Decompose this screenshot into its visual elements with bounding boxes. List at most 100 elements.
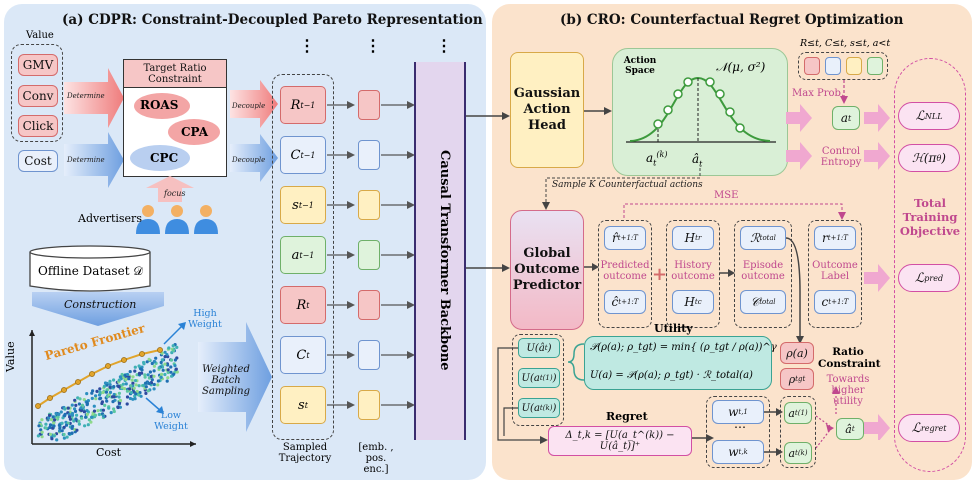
rho-a-box: ρ(a) bbox=[780, 342, 814, 364]
predicted-outcome-label: Predicted outcome bbox=[600, 260, 650, 282]
gaussian-action-head: Gaussian Action Head bbox=[510, 52, 584, 168]
cpc-label: CPC bbox=[150, 151, 179, 165]
total-objective-label: Total Training Objective bbox=[899, 196, 961, 238]
dots-trajectory: ⋮ bbox=[299, 36, 315, 55]
focus-arrow bbox=[146, 176, 194, 202]
sampled-trajectory-group bbox=[272, 74, 334, 440]
utility-values-group bbox=[512, 334, 564, 426]
database-icon bbox=[29, 245, 151, 292]
sample-k-label: Sample K Counterfactual actions bbox=[552, 180, 703, 190]
low-weight-arrow bbox=[145, 397, 164, 414]
pink-arrows bbox=[786, 104, 890, 440]
click-box: Click bbox=[18, 115, 58, 137]
embedding-block bbox=[358, 290, 380, 320]
weights-group bbox=[706, 396, 770, 468]
embedding-block bbox=[358, 390, 380, 420]
embedding-arrow bbox=[381, 101, 415, 109]
axis-cost-label: Cost bbox=[96, 446, 122, 459]
max-prob-label: Max Prob. bbox=[792, 88, 845, 99]
to-rho-arrow bbox=[785, 237, 804, 344]
focus-label: focus bbox=[164, 189, 186, 198]
decouple-label-2: Decouple bbox=[232, 156, 266, 164]
gmv-box: GMV bbox=[18, 54, 58, 76]
normal-dist-label: 𝒩(μ, σ²) bbox=[716, 60, 766, 74]
determine-label-1: Determine bbox=[67, 92, 105, 100]
token-arrow bbox=[327, 301, 355, 309]
regret-to-w-arrow bbox=[692, 434, 714, 442]
utility-title: Utility bbox=[654, 322, 693, 335]
constraint-clouds bbox=[130, 93, 220, 171]
context-token-a bbox=[867, 57, 883, 75]
mse-connector bbox=[623, 203, 846, 220]
sampled-actions-group bbox=[780, 396, 816, 468]
global-outcome-predictor: Global Outcome Predictor bbox=[510, 210, 584, 330]
embedding-arrow bbox=[381, 301, 415, 309]
token-arrow bbox=[327, 401, 355, 409]
plus-icon: + bbox=[652, 264, 668, 285]
target-ratio-title: Target Ratio Constraint bbox=[124, 60, 226, 88]
utility-eq2: U(a) = 𝒫(ρ(a); ρ_tgt) · ℛ_total(a) bbox=[590, 370, 753, 381]
advertisers-label: Advertisers bbox=[78, 212, 142, 225]
axis-value-label: Value bbox=[4, 341, 17, 372]
embedding-arrow bbox=[381, 251, 415, 259]
head-to-space-arrow bbox=[584, 107, 612, 115]
regret-title: Regret bbox=[606, 410, 648, 423]
embedding-block bbox=[358, 90, 380, 120]
history-outcome-group bbox=[666, 220, 720, 328]
weighted-sampling-label: Weighted Batch Sampling bbox=[202, 364, 250, 397]
high-weight-arrow bbox=[163, 322, 186, 345]
token-arrow bbox=[327, 151, 355, 159]
cpa-label: CPA bbox=[181, 125, 209, 139]
token-arrow bbox=[327, 251, 355, 259]
regret-connectors bbox=[497, 347, 548, 444]
roas-label: ROAS bbox=[140, 98, 179, 112]
episode-outcome-group bbox=[734, 220, 792, 328]
dots-emb: ⋮ bbox=[365, 36, 381, 55]
decouple-arrows bbox=[230, 80, 278, 182]
outcome-label-label: Outcome Label bbox=[812, 260, 858, 282]
construction-arrow bbox=[32, 292, 164, 326]
embedding-arrow bbox=[381, 201, 415, 209]
value-label: Value bbox=[26, 30, 54, 41]
ratio-constraint-label: Ratio Constraint bbox=[818, 346, 881, 370]
token-arrow bbox=[327, 351, 355, 359]
towards-utility-label: Towards higher utility bbox=[826, 374, 870, 407]
w-dots: ⋯ bbox=[734, 420, 746, 434]
panel-b-title: (b) CRO: Counterfactual Regret Optimizat… bbox=[560, 12, 904, 28]
outcome-label-group bbox=[808, 220, 862, 328]
embedding-block bbox=[358, 340, 380, 370]
episode-outcome-label: Episode outcome bbox=[741, 260, 785, 282]
pareto-scatter-plot bbox=[29, 330, 196, 447]
embedding-arrow bbox=[381, 401, 415, 409]
towards-utility-arrow bbox=[832, 386, 840, 414]
causal-transformer-backbone bbox=[414, 62, 466, 440]
context-token-r bbox=[804, 57, 820, 75]
high-weight-label: High Weight bbox=[188, 308, 222, 330]
determine-label-2: Determine bbox=[67, 156, 105, 164]
embedding-arrow bbox=[381, 151, 415, 159]
backbone-connectors bbox=[466, 112, 510, 272]
history-outcome-label: History outcome bbox=[671, 260, 715, 282]
conv-box: Conv bbox=[18, 85, 58, 107]
